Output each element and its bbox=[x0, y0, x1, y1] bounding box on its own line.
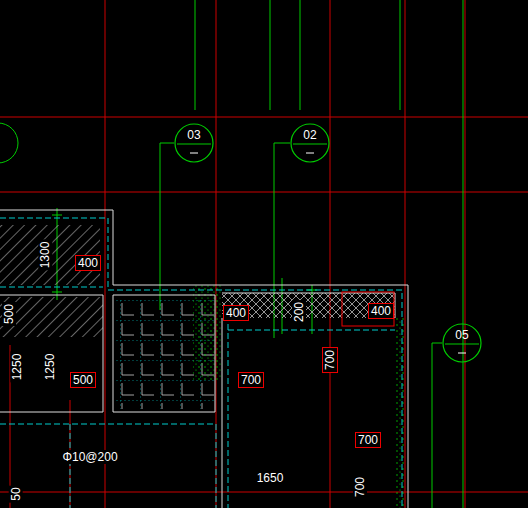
dimension-label: 1650 bbox=[255, 471, 286, 485]
callout-circle: 05 bbox=[442, 323, 482, 363]
dimension-label: 700 bbox=[322, 347, 338, 373]
dimension-label: 1300 bbox=[38, 240, 52, 271]
dimension-label: 500 bbox=[70, 372, 96, 388]
dimension-label: 400 bbox=[368, 303, 394, 319]
dimension-label: 400 bbox=[223, 305, 249, 321]
dimension-label: 200 bbox=[292, 300, 306, 324]
dimension-label: 700 bbox=[353, 475, 367, 499]
callout-number: 05 bbox=[442, 323, 482, 342]
dimension-label: 50 bbox=[9, 485, 23, 502]
dimension-label: 1250 bbox=[10, 352, 24, 383]
dimension-label: 700 bbox=[238, 372, 264, 388]
callout-circle: 03 bbox=[174, 123, 214, 163]
dimension-label: Φ10@200 bbox=[60, 450, 119, 464]
callout-number: 02 bbox=[290, 123, 330, 142]
dimension-label: 400 bbox=[75, 255, 101, 271]
dimension-label: 700 bbox=[355, 432, 381, 448]
dimension-label: 1250 bbox=[43, 352, 57, 383]
dimension-label: 500 bbox=[2, 302, 16, 326]
callout-number: 03 bbox=[174, 123, 214, 142]
callout-circle: 02 bbox=[290, 123, 330, 163]
